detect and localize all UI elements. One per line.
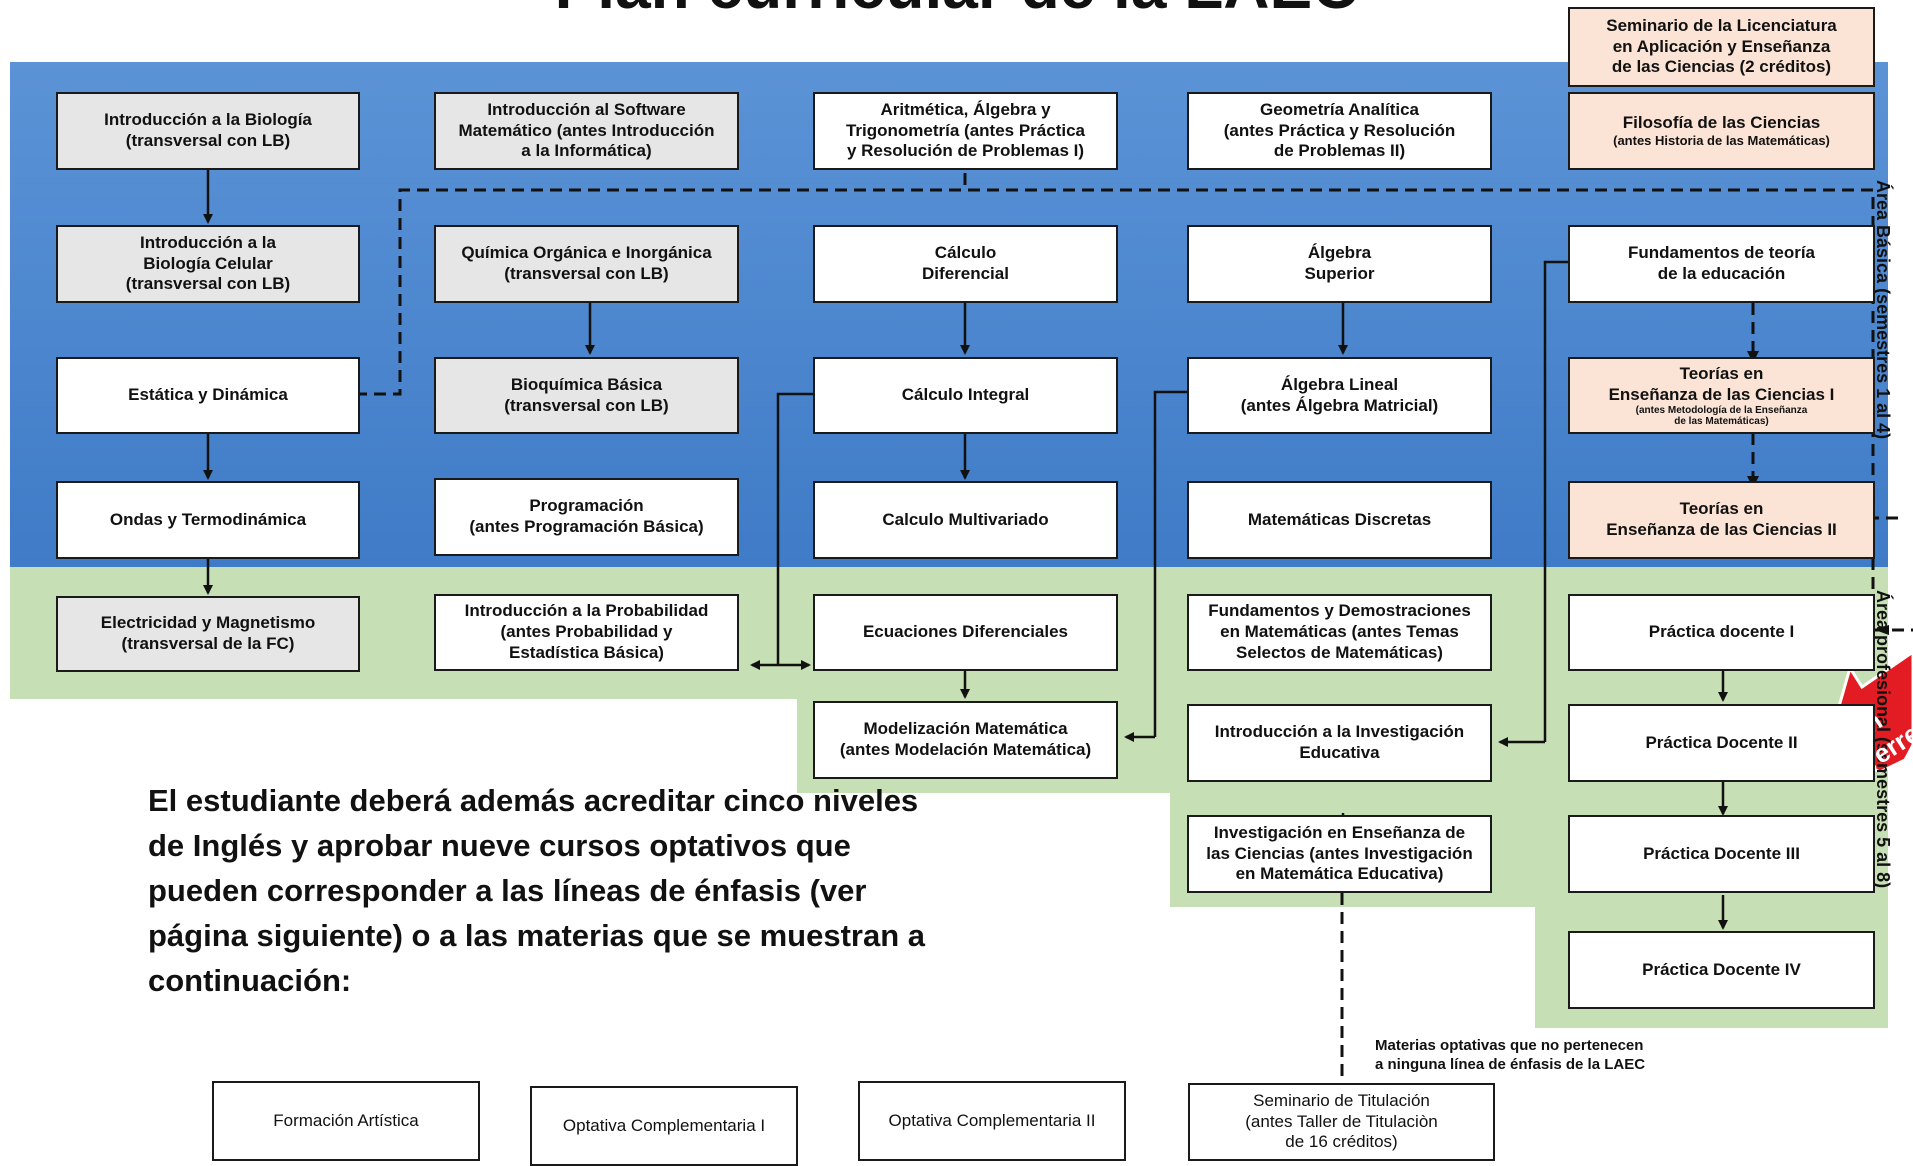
course-introduccion-investigacion: Introducción a la Investigación Educativ… (1187, 704, 1492, 782)
course-formacion-artistica: Formación Artística (212, 1081, 480, 1161)
english-requirement-note: El estudiante deberá además acreditar ci… (148, 783, 925, 998)
page-title: Plan curricular de la LAEC (0, 0, 1913, 18)
course-introduccion-biologia: Introducción a la Biología (transversal … (56, 92, 360, 170)
course-filosofia-subtitle: (antes Historia de las Matemáticas) (1613, 133, 1830, 149)
course-calculo-integral: Cálculo Integral (813, 357, 1118, 434)
course-practica-docente-2: Práctica Docente II (1568, 704, 1875, 782)
course-aritmetica-algebra: Aritmética, Álgebra y Trigonometría (ant… (813, 92, 1118, 170)
course-teorias1-subtitle: (antes Metodología de la Enseñanza de la… (1635, 405, 1808, 428)
course-seminario-licenciatura: Seminario de la Licenciatura en Aplicaci… (1568, 7, 1875, 87)
course-bioquimica-basica: Bioquímica Básica (transversal con LB) (434, 357, 739, 434)
course-ecuaciones-diferenciales: Ecuaciones Diferenciales (813, 594, 1118, 671)
course-practica-docente-4: Práctica Docente IV (1568, 931, 1875, 1009)
course-estatica-dinamica: Estática y Dinámica (56, 357, 360, 434)
course-investigacion-ensenanza: Investigación en Enseñanza de las Cienci… (1187, 815, 1492, 893)
course-optativa-complementaria-2: Optativa Complementaria II (858, 1081, 1126, 1161)
course-algebra-superior: Álgebra Superior (1187, 225, 1492, 303)
course-calculo-multivariado: Calculo Multivariado (813, 481, 1118, 559)
course-filosofia-ciencias: Filosofía de las Ciencias (antes Histori… (1568, 92, 1875, 170)
course-programacion: Programación (antes Programación Básica) (434, 478, 739, 556)
course-electricidad-magnetismo: Electricidad y Magnetismo (transversal d… (56, 596, 360, 672)
course-fundamentos-demostraciones: Fundamentos y Demostraciones en Matemáti… (1187, 594, 1492, 671)
course-algebra-lineal: Álgebra Lineal (antes Álgebra Matricial) (1187, 357, 1492, 434)
course-geometria-analitica: Geometría Analítica (antes Práctica y Re… (1187, 92, 1492, 170)
course-introduccion-probabilidad: Introducción a la Probabilidad (antes Pr… (434, 594, 739, 671)
course-software-matematico: Introducción al Software Matemático (ant… (434, 92, 739, 170)
course-fundamentos-teoria-educacion: Fundamentos de teoría de la educación (1568, 225, 1875, 303)
course-optativa-complementaria-1: Optativa Complementaria I (530, 1086, 798, 1166)
course-modelizacion-matematica: Modelización Matemática (antes Modelació… (813, 701, 1118, 779)
course-teorias-ensenanza-2: Teorías en Enseñanza de las Ciencias II (1568, 481, 1875, 559)
course-filosofia-title: Filosofía de las Ciencias (1622, 112, 1821, 132)
course-biologia-celular: Introducción a la Biología Celular (tran… (56, 225, 360, 303)
course-seminario-titulacion: Seminario de Titulación (antes Taller de… (1188, 1083, 1495, 1161)
course-teorias-ensenanza-1: Teorías en Enseñanza de las Ciencias I (… (1568, 357, 1875, 434)
optativas-note: Materias optativas que no pertenecen a n… (1375, 1037, 1646, 1073)
course-ondas-termodinamica: Ondas y Termodinámica (56, 481, 360, 559)
course-teorias1-title: Teorías en Enseñanza de las Ciencias I (1608, 363, 1835, 404)
course-practica-docente-3: Práctica Docente III (1568, 815, 1875, 893)
course-practica-docente-1: Práctica docente I (1568, 594, 1875, 671)
course-quimica-organica: Química Orgánica e Inorgánica (transvers… (434, 225, 739, 303)
course-matematicas-discretas: Matemáticas Discretas (1187, 481, 1492, 559)
course-calculo-diferencial: Cálculo Diferencial (813, 225, 1118, 303)
side-label-basic-area: Área Básica (semestres 1 al 4) (1873, 180, 1893, 440)
